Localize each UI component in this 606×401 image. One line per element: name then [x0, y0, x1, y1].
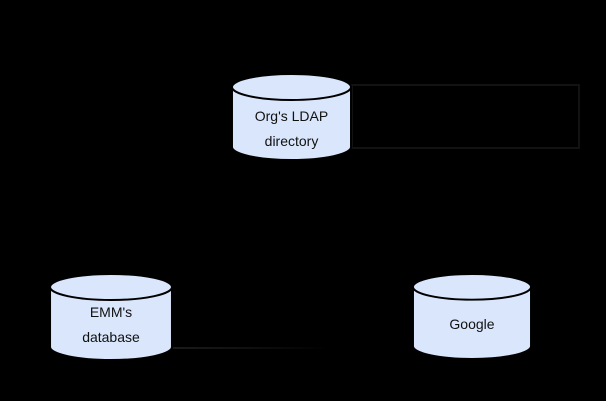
- node-label-google: Google: [412, 297, 532, 352]
- node-label-line: EMM's: [89, 304, 133, 320]
- node-label-line: database: [82, 329, 140, 345]
- node-label-emm-database: EMM's database: [49, 297, 173, 353]
- faint-connector-line: [173, 347, 413, 349]
- database-cylinder-icon: [49, 273, 173, 361]
- database-cylinder-icon: [412, 273, 532, 360]
- node-org-ldap-directory: Org's LDAP directory: [231, 73, 352, 161]
- node-emm-database: EMM's database: [49, 273, 173, 361]
- node-label-line: Org's LDAP: [254, 108, 329, 124]
- database-cylinder-icon: [231, 73, 352, 161]
- faint-rectangle-outline: [351, 84, 580, 149]
- node-label-line: directory: [264, 133, 319, 149]
- node-label-line: Google: [449, 316, 495, 332]
- node-label-org-ldap-directory: Org's LDAP directory: [231, 103, 352, 155]
- node-google: Google: [412, 273, 532, 360]
